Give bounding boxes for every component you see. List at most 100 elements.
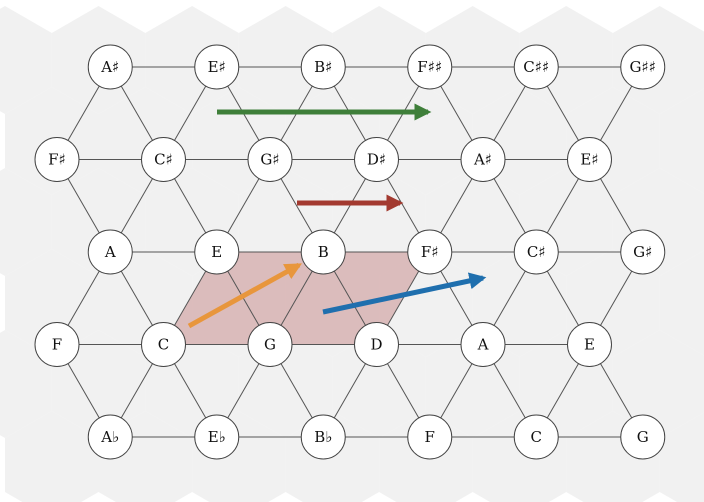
note-circle (620, 414, 666, 460)
orange-arrow (187, 262, 302, 329)
note-node: C (513, 414, 559, 460)
note-circle (194, 44, 240, 90)
note-circle (460, 137, 506, 182)
note-circle (34, 137, 80, 182)
note-node: E♯ (194, 44, 240, 90)
note-node: B♭ (300, 414, 346, 460)
note-node: B (300, 229, 346, 275)
note-label: F♯♯ (417, 58, 442, 76)
note-label: C (158, 336, 169, 354)
note-label: C♯♯ (523, 58, 549, 76)
note-circle (567, 322, 612, 367)
note-circle (300, 414, 346, 460)
note-label: F (52, 336, 62, 354)
note-label: D (370, 336, 382, 354)
note-label: F♯ (421, 243, 439, 261)
note-node: C♯ (141, 137, 186, 182)
background-hexagon (238, 6, 333, 114)
note-label: F (425, 428, 435, 446)
note-label: B (318, 243, 329, 261)
note-circle (407, 44, 453, 90)
note-node: D (354, 322, 399, 367)
note-label: B♭ (314, 428, 332, 446)
note-node: A♭ (87, 414, 133, 460)
note-circle (247, 322, 293, 367)
note-circle (567, 137, 612, 182)
note-label: G♯ (260, 151, 279, 169)
note-circle (194, 229, 240, 275)
note-label: C♯ (154, 151, 173, 169)
background-hexagon (425, 6, 520, 114)
background-hexagon (0, 168, 52, 276)
blue-arrow (322, 272, 487, 315)
note-circle (300, 44, 346, 90)
note-node: C♯♯ (513, 44, 559, 90)
note-node: A♯ (460, 137, 506, 182)
note-label: A (104, 243, 116, 261)
note-label: E (211, 243, 222, 261)
background-hexagon (659, 88, 704, 194)
note-label: E♯ (208, 58, 226, 76)
note-label: C (531, 428, 542, 446)
note-node: E♯ (567, 137, 612, 182)
note-circle (87, 44, 133, 90)
note-label: G♯♯ (630, 58, 657, 76)
note-label: A♯ (473, 151, 492, 169)
note-node: G♯ (247, 137, 293, 182)
note-node: C (141, 322, 186, 367)
note-label: B♯ (314, 58, 332, 76)
note-label: D♯ (367, 151, 386, 169)
note-label: A (477, 336, 489, 354)
note-label: A♯ (100, 58, 119, 76)
note-node: G (247, 322, 293, 367)
note-circle (141, 137, 186, 182)
note-node: F (407, 414, 453, 460)
note-node: E (567, 322, 612, 367)
arrow-layer (187, 103, 487, 329)
note-node: B♯ (300, 44, 346, 90)
note-node: A (87, 229, 133, 275)
note-node: E (194, 229, 240, 275)
note-node: E♭ (194, 414, 240, 460)
note-circle (34, 322, 80, 367)
note-node: G♯♯ (620, 44, 666, 90)
note-circle (87, 414, 133, 460)
note-node: A♯ (87, 44, 133, 90)
note-node: F♯♯ (407, 44, 453, 90)
note-circle (87, 229, 133, 275)
note-node: F (34, 322, 80, 367)
background-hexagon (659, 250, 704, 356)
note-label: F♯ (48, 151, 66, 169)
note-circle (513, 229, 559, 275)
note-circle (620, 44, 666, 90)
note-label: A♭ (100, 428, 119, 446)
background-hexagon (5, 249, 99, 357)
note-circle (620, 229, 666, 275)
note-circle (460, 322, 506, 367)
note-circle (407, 229, 453, 275)
note-circle (513, 44, 559, 90)
note-label: G (637, 428, 649, 446)
background-hexagon (612, 330, 704, 438)
note-circle (354, 322, 399, 367)
note-node: F♯ (34, 137, 80, 182)
background-hexagon (5, 411, 99, 502)
note-circle (513, 414, 559, 460)
note-node: G♯ (620, 229, 666, 275)
note-node: C♯ (513, 229, 559, 275)
node-layer: A♯ E♯ B♯ F♯♯ C♯♯ G♯♯ F♯ C♯ G♯ D♯ A♯ E♯ A E B F♯ C♯ G♯ F C G D… (34, 44, 666, 460)
note-circle (407, 414, 453, 460)
note-label: G♯ (633, 243, 652, 261)
note-circle (300, 229, 346, 275)
note-node: A (460, 322, 506, 367)
note-label: E (584, 336, 595, 354)
note-node: D♯ (354, 137, 399, 182)
note-circle (247, 137, 293, 182)
note-node: G (620, 414, 666, 460)
background-hexagon (659, 412, 704, 502)
note-label: C♯ (527, 243, 546, 261)
note-label: E♭ (208, 428, 226, 446)
note-label: G (264, 336, 276, 354)
